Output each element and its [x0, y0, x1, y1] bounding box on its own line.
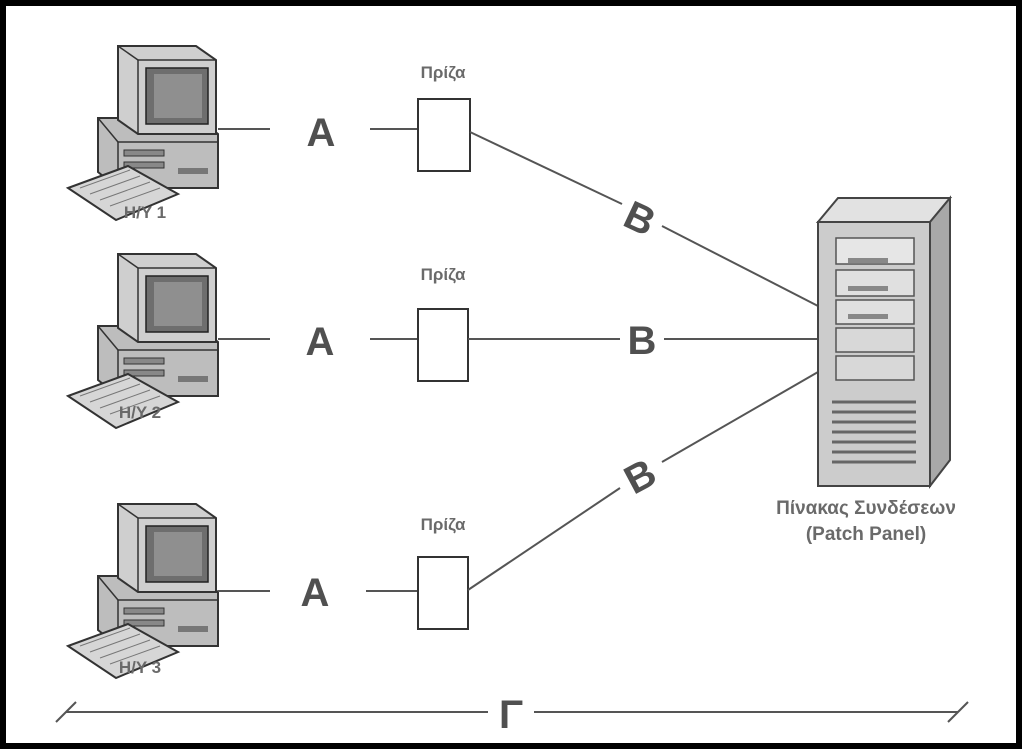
outlet-label: Πρίζα [421, 515, 466, 534]
total-length-label: Γ [499, 693, 523, 737]
cable-b-label: B [617, 193, 662, 245]
server-icon [815, 195, 953, 489]
cable-b-label: B [617, 451, 663, 503]
cable-a-label: A [306, 320, 335, 364]
computer-icon [67, 503, 219, 679]
computer-icon [67, 253, 219, 429]
cable-b-label: B [628, 319, 657, 363]
computer-label: H/Y 2 [119, 403, 161, 422]
cable-b [467, 487, 621, 591]
computer-label: H/Y 1 [124, 203, 166, 222]
cable-a-label: A [307, 111, 336, 155]
total-length-tick [947, 701, 969, 723]
total-length-tick [55, 701, 77, 723]
cable-a-label: A [301, 571, 330, 615]
patch-panel-label-en: (Patch Panel) [806, 524, 926, 545]
cable-b [469, 131, 623, 205]
wall-outlet [417, 98, 471, 172]
computer-label: H/Y 3 [119, 658, 161, 677]
cable-b [661, 225, 819, 307]
wall-outlet [417, 308, 469, 382]
wall-outlet [417, 556, 469, 630]
cable-b [661, 371, 819, 463]
outlet-label: Πρίζα [421, 63, 466, 82]
computer-icon [67, 45, 219, 221]
patch-panel-label: Πίνακας Συνδέσεων [776, 498, 956, 519]
outlet-label: Πρίζα [421, 265, 466, 284]
